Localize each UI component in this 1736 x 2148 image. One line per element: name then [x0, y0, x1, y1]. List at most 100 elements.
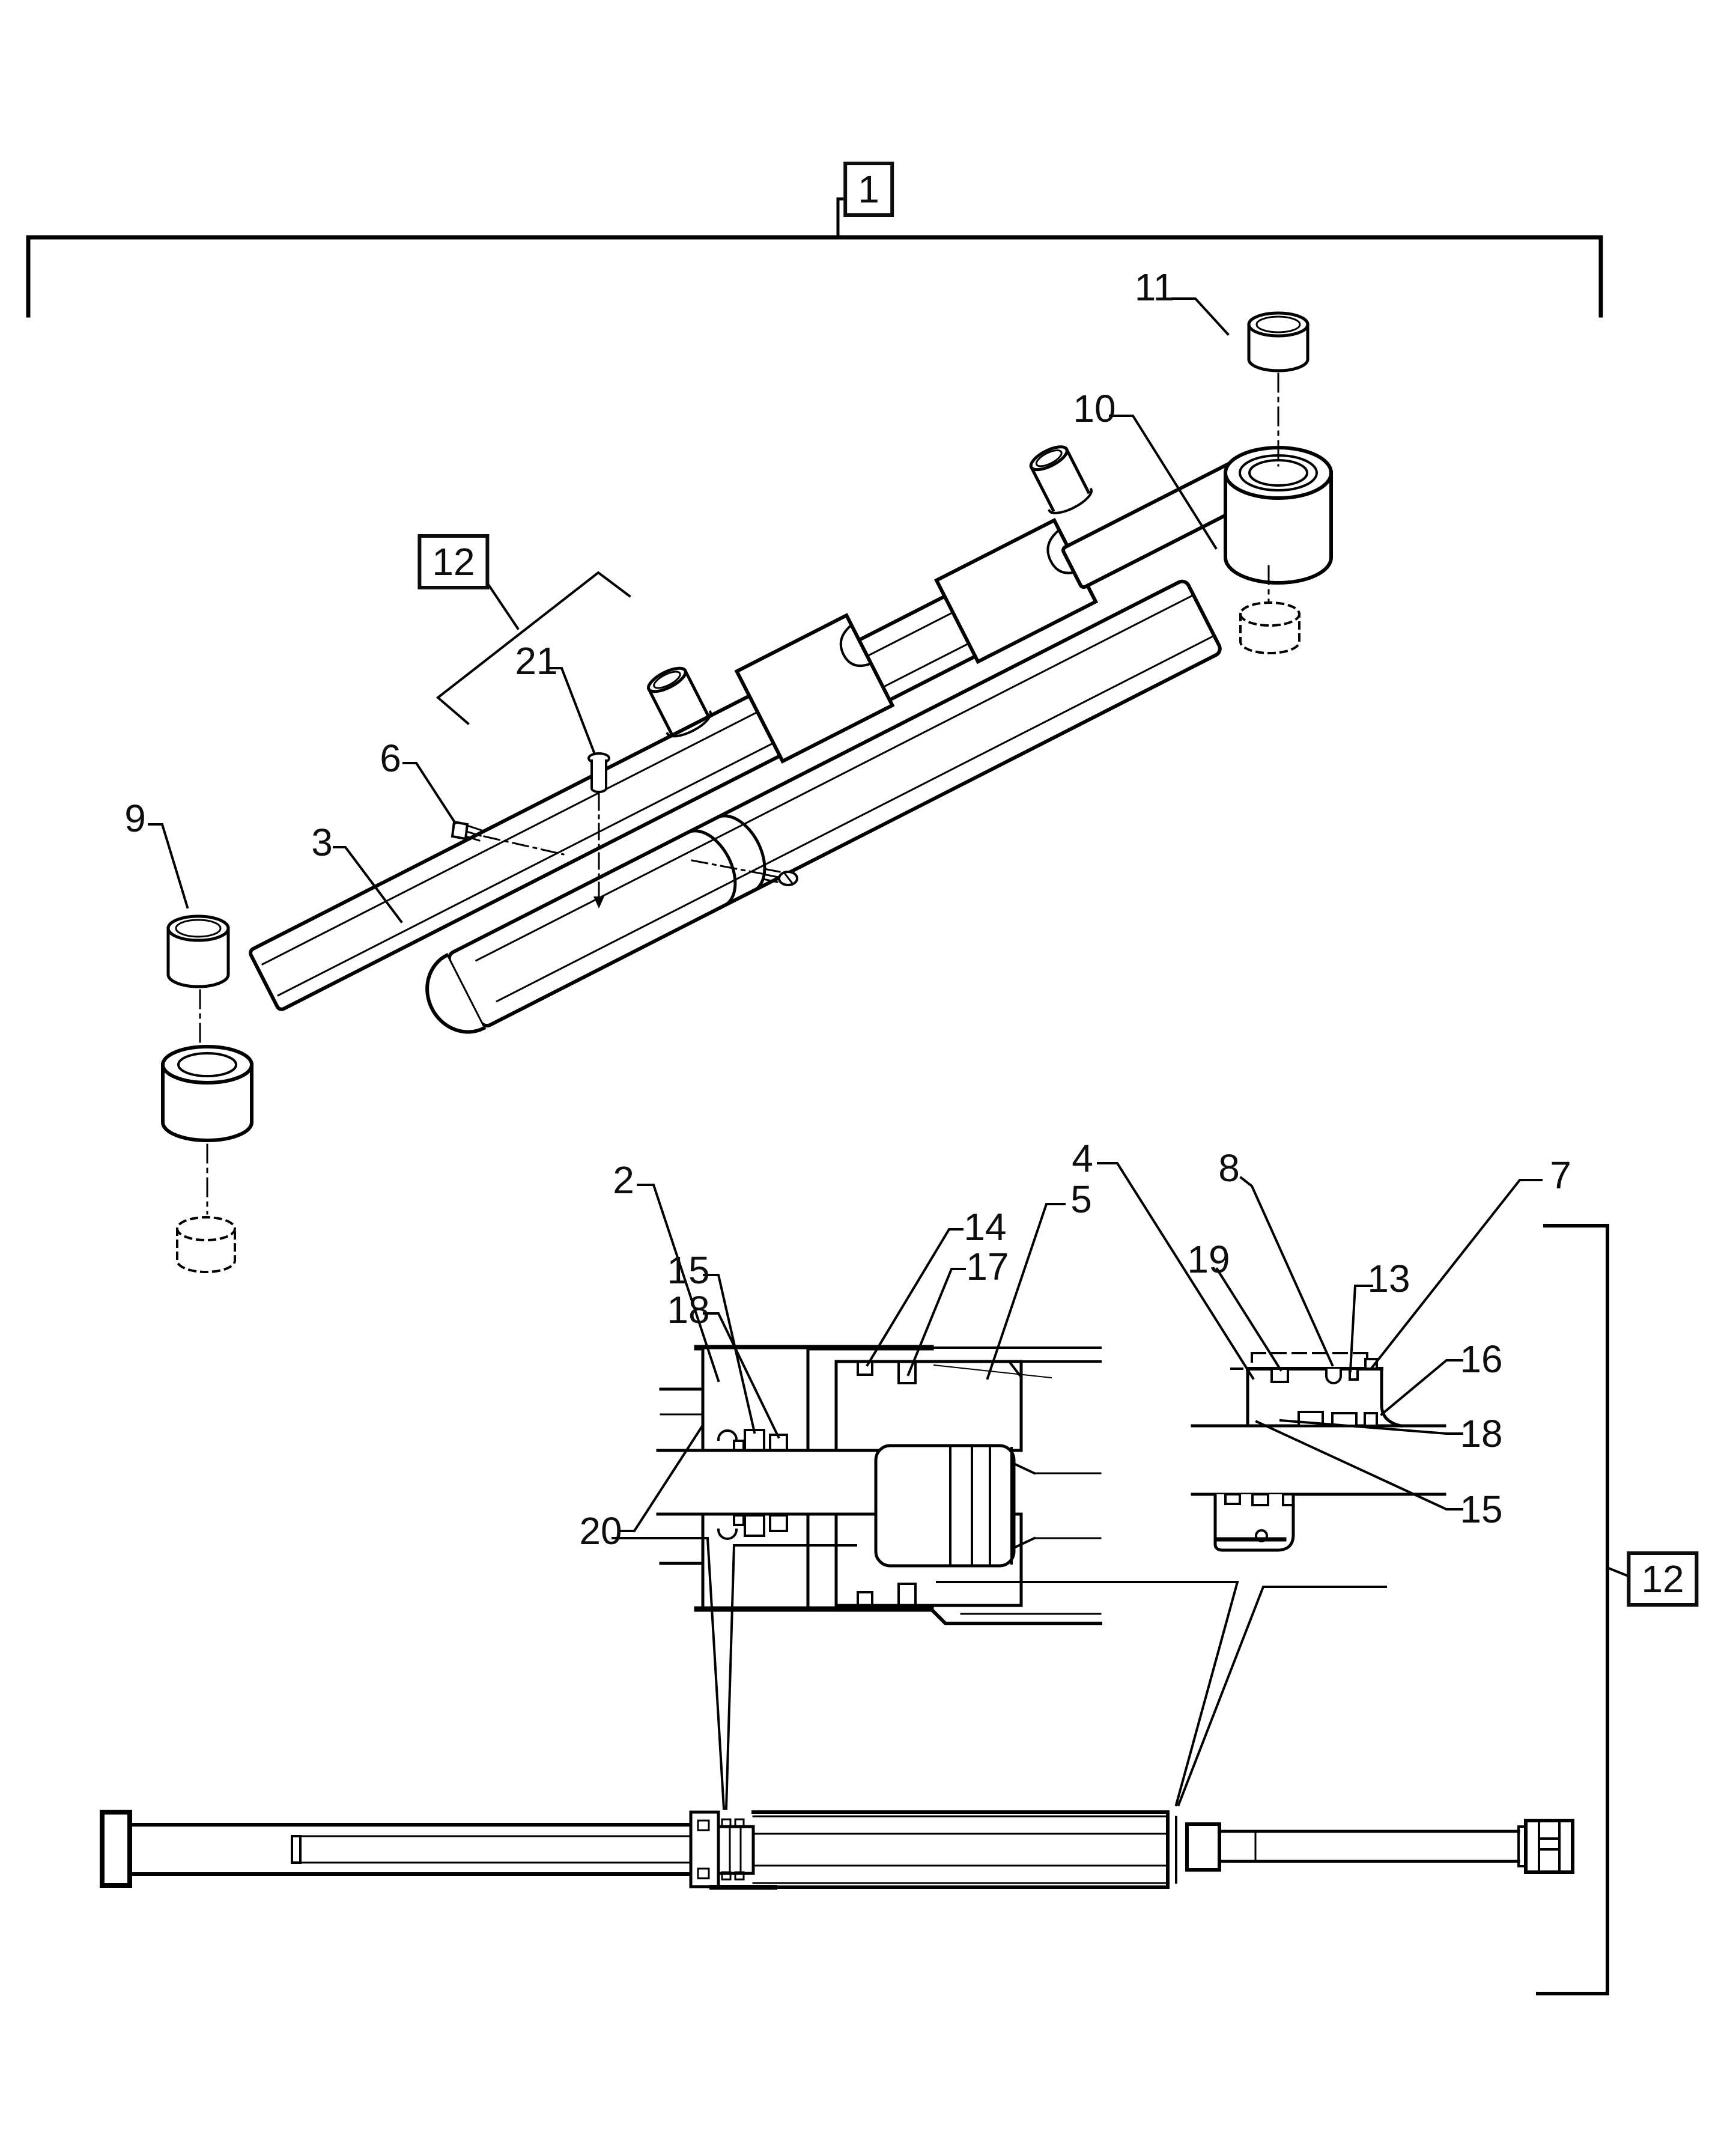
- leader-10: [1109, 415, 1218, 550]
- callout-17: 17: [966, 1245, 1009, 1288]
- detail-wedges: [612, 1537, 1387, 1810]
- leader-17: [906, 1268, 966, 1377]
- leader-18-right: [1279, 1419, 1463, 1435]
- seal-kit-bracket-right: [1536, 1224, 1634, 1995]
- cylinder-eye-lower: [161, 1045, 253, 1142]
- piston-lower-block: [1213, 1492, 1295, 1552]
- callout-9: 9: [124, 797, 146, 840]
- piston-right-face: [1380, 1367, 1403, 1428]
- callout-13: 13: [1367, 1257, 1410, 1300]
- lower-groove-1: [1224, 1493, 1241, 1505]
- piston-groove-8: [1325, 1368, 1342, 1384]
- wedge-left-edge-b: [724, 1544, 857, 1810]
- leader-lines-left-section: [618, 1162, 1255, 1532]
- gland-lower: [701, 1512, 810, 1611]
- bushing-hidden-upper: [1239, 601, 1300, 654]
- mid-clamp-block: [734, 613, 895, 764]
- callout-12-bottom: 12: [1627, 1551, 1699, 1607]
- barrel-inner-lines: [752, 1815, 1169, 1884]
- bracket-line-right: [1536, 1224, 1609, 1995]
- seal-kit-bracket-top: [436, 571, 631, 725]
- exposed-rod-lines: [1218, 1830, 1520, 1863]
- piston-body-left-section: [874, 1444, 1016, 1568]
- wedge-right-edge-a: [936, 1581, 1239, 1807]
- groove-14: [857, 1360, 873, 1376]
- plug-screw: [691, 859, 798, 886]
- callout-18-right: 18: [1460, 1412, 1503, 1455]
- callout-18-left: 18: [667, 1288, 710, 1331]
- leader-19: [1215, 1267, 1282, 1372]
- wedge-left-edge-a: [612, 1537, 726, 1810]
- head-lower-ring-groove: [897, 1583, 917, 1607]
- thin-reference-line: [933, 1364, 1052, 1379]
- callout-21: 21: [515, 639, 558, 683]
- leader-14: [866, 1228, 964, 1367]
- seal-18-lower: [769, 1514, 788, 1532]
- assembled-side-view: [100, 1810, 1574, 1890]
- lower-tube-dome-cap: [425, 953, 487, 1034]
- rod-continues-right: [1033, 1472, 1102, 1539]
- leader-13: [1349, 1285, 1373, 1373]
- lower-groove-3: [1282, 1493, 1294, 1506]
- callout-1: 1: [843, 162, 894, 217]
- pin-21: [587, 752, 610, 908]
- leader-8: [1239, 1176, 1334, 1367]
- callout-5: 5: [1070, 1178, 1092, 1221]
- rod-lines: [656, 1449, 879, 1516]
- callout-6: 6: [380, 737, 401, 780]
- inner-rod-stop: [291, 1835, 302, 1864]
- piston-groove-13: [1349, 1368, 1359, 1381]
- leader-lines-right-section: [1215, 1176, 1543, 1511]
- leader-5: [986, 1203, 1066, 1380]
- port-boss-rod-end: [1029, 445, 1093, 514]
- leader-21: [548, 667, 596, 756]
- leader-20: [618, 1423, 705, 1532]
- callout-2: 2: [613, 1158, 634, 1202]
- piston-lands: [949, 1444, 1013, 1567]
- rod-end-clamp-scallop: [1046, 528, 1082, 574]
- rod-collar: [1185, 1822, 1221, 1872]
- rod-eye-upper: [1224, 446, 1333, 585]
- callout-3: 3: [311, 821, 333, 864]
- leader-7: [1370, 1179, 1543, 1369]
- rod-seal-16: [1364, 1412, 1378, 1427]
- piston-lower-pin: [1255, 1529, 1268, 1542]
- callout-16: 16: [1460, 1337, 1503, 1381]
- piston-chamfers: [1012, 1462, 1036, 1550]
- grease-fitting-6: [451, 820, 565, 856]
- ring-17: [897, 1360, 917, 1384]
- seal-15-lower: [744, 1514, 765, 1537]
- port-boss-mid: [646, 666, 712, 738]
- outer-tube-lines: [128, 1823, 693, 1876]
- callout-8: 8: [1218, 1146, 1240, 1190]
- gland-piston-cluster: [689, 1810, 755, 1888]
- leader-18-left: [703, 1312, 780, 1439]
- callout-12-top: 12: [417, 534, 490, 589]
- isometric-exploded-view: [161, 311, 1333, 1273]
- leader-15-right: [1255, 1420, 1463, 1511]
- callout-15-left: 15: [667, 1249, 710, 1292]
- leader-11: [1171, 297, 1230, 336]
- leader-15-left: [703, 1274, 756, 1434]
- bushing-11: [1247, 311, 1310, 373]
- wiper-seal-arc-upper: [717, 1429, 738, 1441]
- assembly-bracket: [26, 197, 1603, 318]
- callout-20: 20: [579, 1509, 622, 1553]
- callout-14: 14: [964, 1205, 1007, 1249]
- leader-16: [1380, 1359, 1463, 1416]
- lower-groove-2: [1251, 1493, 1269, 1506]
- inner-rod-lines: [299, 1835, 692, 1864]
- leader-9: [148, 823, 189, 909]
- callout-7: 7: [1550, 1154, 1571, 1197]
- end-plate: [100, 1810, 132, 1888]
- callout-11: 11: [1134, 266, 1175, 309]
- callout-15-right: 15: [1460, 1488, 1503, 1531]
- lower-tube-collar-arc-1: [685, 829, 737, 908]
- barrel-outer-lines: [751, 1810, 1170, 1889]
- cross-section-gland: [656, 1345, 1102, 1625]
- bracket-line: [26, 235, 1603, 318]
- callout-19: 19: [1187, 1238, 1230, 1281]
- leader-4: [1097, 1162, 1255, 1380]
- cross-section-piston: [1191, 1352, 1446, 1552]
